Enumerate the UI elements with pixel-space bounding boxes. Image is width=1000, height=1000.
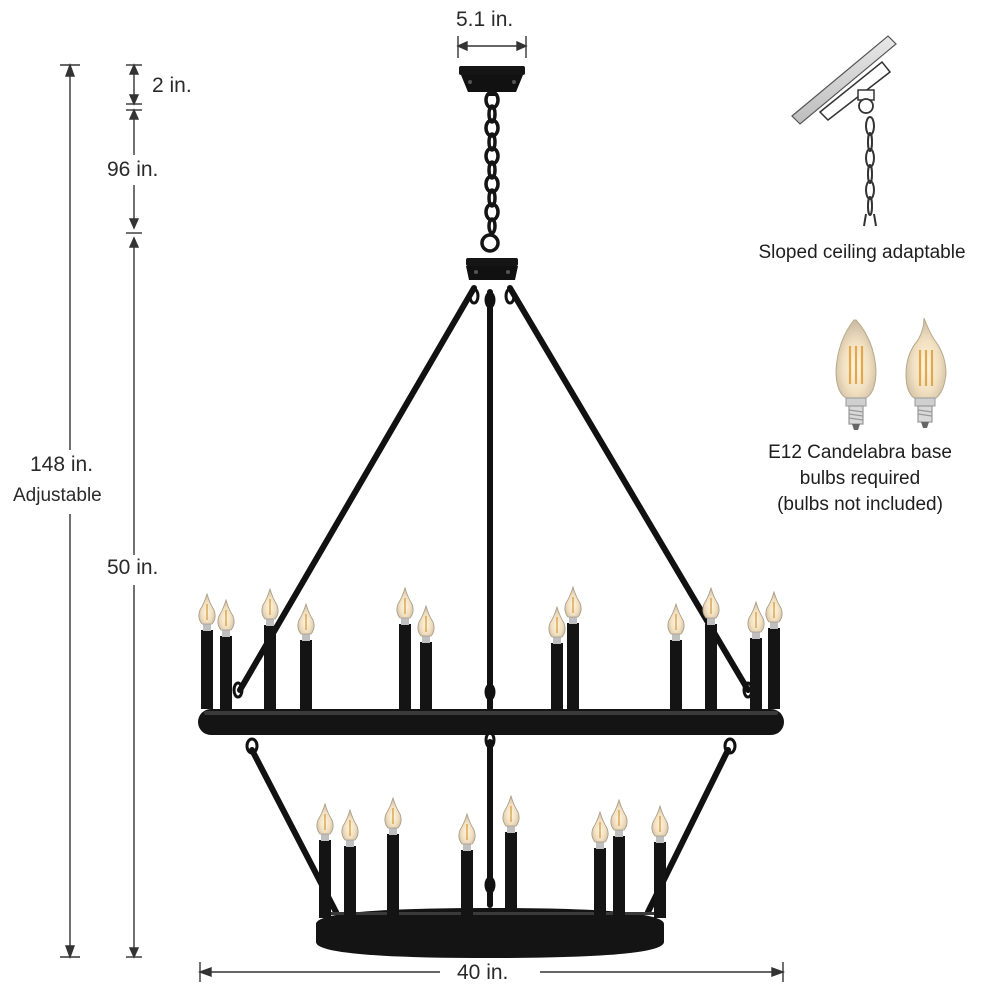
bulb-base xyxy=(656,836,664,843)
bulb-base xyxy=(569,617,577,624)
bulb-base xyxy=(321,834,329,841)
candle-sleeve xyxy=(594,848,606,928)
bulb-base xyxy=(672,634,680,641)
width-label: 40 in. xyxy=(457,961,509,984)
chandelier xyxy=(198,66,784,958)
bulb-base xyxy=(707,618,715,625)
candle-sleeve xyxy=(319,840,331,918)
candle-sleeve xyxy=(670,640,682,709)
bulb-base xyxy=(553,637,561,644)
bulb-base xyxy=(302,634,310,641)
bulb-caption-line-2: bulbs required xyxy=(799,468,921,489)
candle-sleeve xyxy=(387,834,399,920)
fixture-height-label: 50 in. xyxy=(107,556,159,579)
candle-sleeve xyxy=(420,642,432,709)
bulb-base xyxy=(346,840,354,847)
bottom-ring xyxy=(316,908,664,958)
bulb-base xyxy=(596,842,604,849)
bulb-base xyxy=(463,844,471,851)
bulb-base xyxy=(752,632,760,639)
bulb-base xyxy=(222,630,230,637)
dimension-lines xyxy=(60,36,786,982)
candle-sleeve xyxy=(705,624,717,709)
candle-sleeve xyxy=(567,623,579,709)
candelabra-bulb-icon xyxy=(835,319,877,430)
candle-lights xyxy=(198,585,783,932)
candle-sleeve xyxy=(344,846,356,928)
candle-sleeve xyxy=(768,628,780,709)
bulb-base xyxy=(770,622,778,629)
total-height-label: 148 in. xyxy=(30,453,94,476)
candle-sleeve xyxy=(201,630,213,709)
bulb-caption-line-3: (bulbs not included) xyxy=(777,494,943,515)
candle-sleeve xyxy=(300,640,312,709)
candle-sleeve xyxy=(750,638,762,709)
bulb-base xyxy=(401,618,409,625)
bulb-base xyxy=(203,624,211,631)
candle-sleeve xyxy=(505,832,517,912)
canopy-width-label: 5.1 in. xyxy=(456,8,514,31)
sloped-ceiling-icon xyxy=(791,35,897,227)
bulb-base xyxy=(389,828,397,835)
sloped-ceiling-caption: Sloped ceiling adaptable xyxy=(758,242,966,263)
bulb-base xyxy=(615,830,623,837)
bulb-base xyxy=(422,636,430,643)
chain xyxy=(480,90,500,253)
candle-sleeve xyxy=(613,836,625,922)
bulb-caption-line-1: E12 Candelabra base xyxy=(768,442,952,463)
bulb-requirement-caption: E12 Candelabra base bulbs required (bulb… xyxy=(740,440,980,518)
canopy-height-label: 2 in. xyxy=(152,74,192,97)
chain-length-label: 96 in. xyxy=(107,158,159,181)
candle-sleeve xyxy=(264,625,276,709)
bulb-base xyxy=(266,619,274,626)
candle-sleeve xyxy=(220,636,232,709)
bulb-base xyxy=(507,826,515,833)
top-ring xyxy=(198,709,784,735)
adjustable-note: Adjustable xyxy=(13,485,102,506)
candle-sleeve xyxy=(654,842,666,918)
flame-tip-bulb-icon xyxy=(905,317,947,428)
center-hub xyxy=(466,258,518,280)
candle-sleeve xyxy=(461,850,473,932)
candle-sleeve xyxy=(551,643,563,709)
candle-sleeve xyxy=(399,624,411,709)
